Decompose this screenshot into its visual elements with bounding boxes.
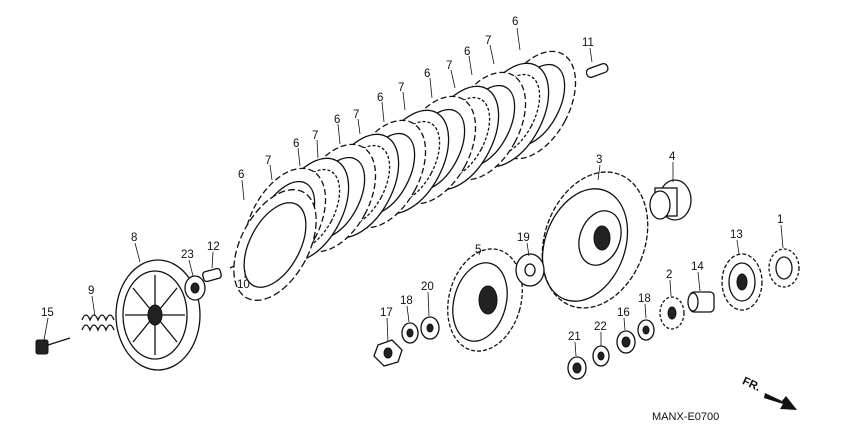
lifter-piece: [202, 267, 222, 283]
callout-19: 19: [517, 232, 530, 244]
callout-18: 18: [400, 295, 413, 307]
spline-washer: [592, 345, 610, 367]
front-direction-indicator: FR.: [740, 375, 797, 410]
lock-washer: [401, 322, 419, 344]
callout-23: 23: [181, 249, 194, 261]
callout-7: 7: [312, 130, 318, 142]
callout-1: 1: [777, 214, 783, 226]
needle-bearing: [567, 356, 587, 380]
friction-disc-front: [233, 189, 317, 301]
callout-14: 14: [691, 261, 704, 273]
lock-nut: [373, 339, 403, 367]
callout-9: 9: [88, 285, 94, 297]
sleeve: [687, 291, 715, 313]
callout-20: 20: [421, 281, 434, 293]
diagram-code: MANX-E0700: [652, 411, 719, 423]
callout-21: 21: [568, 331, 581, 343]
bolt: [35, 337, 71, 355]
callout-3: 3: [596, 154, 602, 166]
callout-6: 6: [238, 169, 244, 181]
callout-7: 7: [446, 60, 452, 72]
callout-10: 10: [237, 279, 250, 291]
callout-11: 11: [582, 37, 594, 49]
pin: [585, 62, 609, 78]
thrust-washer-2: [637, 319, 655, 341]
callout-18: 18: [638, 293, 651, 305]
callout-labels: 6 7 6 7 6 7 6 7 6 7 6 7 6 11 3 4 5 19 8 …: [41, 16, 783, 343]
callout-6: 6: [424, 68, 430, 80]
callout-15: 15: [41, 307, 54, 319]
callout-6: 6: [464, 46, 470, 58]
callout-7: 7: [265, 155, 271, 167]
callout-8: 8: [131, 232, 137, 244]
callout-6: 6: [293, 138, 299, 150]
callout-6: 6: [334, 114, 340, 126]
callout-16: 16: [617, 307, 630, 319]
callout-7: 7: [485, 35, 491, 47]
spline-gear: [768, 248, 800, 288]
leader-lines: [43, 27, 784, 357]
arrow-icon: [764, 393, 797, 410]
clutch-plate-stack: [229, 50, 577, 301]
callout-6: 6: [377, 92, 383, 104]
thrust-washer: [515, 253, 545, 287]
callout-5: 5: [475, 244, 481, 256]
primary-gear: [721, 253, 763, 311]
needle-bearing-2: [616, 330, 636, 354]
callout-2: 2: [666, 269, 672, 281]
callout-7: 7: [353, 109, 359, 121]
callout-12: 12: [207, 241, 220, 253]
callout-22: 22: [594, 321, 607, 333]
direction-label: FR.: [740, 375, 762, 394]
small-gear: [659, 296, 685, 330]
callout-4: 4: [669, 151, 676, 163]
callout-13: 13: [730, 229, 743, 241]
callout-17: 17: [380, 307, 393, 319]
pressure-plate: [115, 259, 201, 371]
clutch-spring: [81, 314, 115, 332]
clutch-center: [447, 248, 523, 352]
release-bearing: [184, 275, 206, 301]
judder-washer: [420, 316, 440, 340]
callout-7: 7: [398, 82, 404, 94]
clutch-outer: [541, 171, 649, 309]
collar: [649, 179, 692, 221]
callout-6: 6: [512, 16, 518, 28]
